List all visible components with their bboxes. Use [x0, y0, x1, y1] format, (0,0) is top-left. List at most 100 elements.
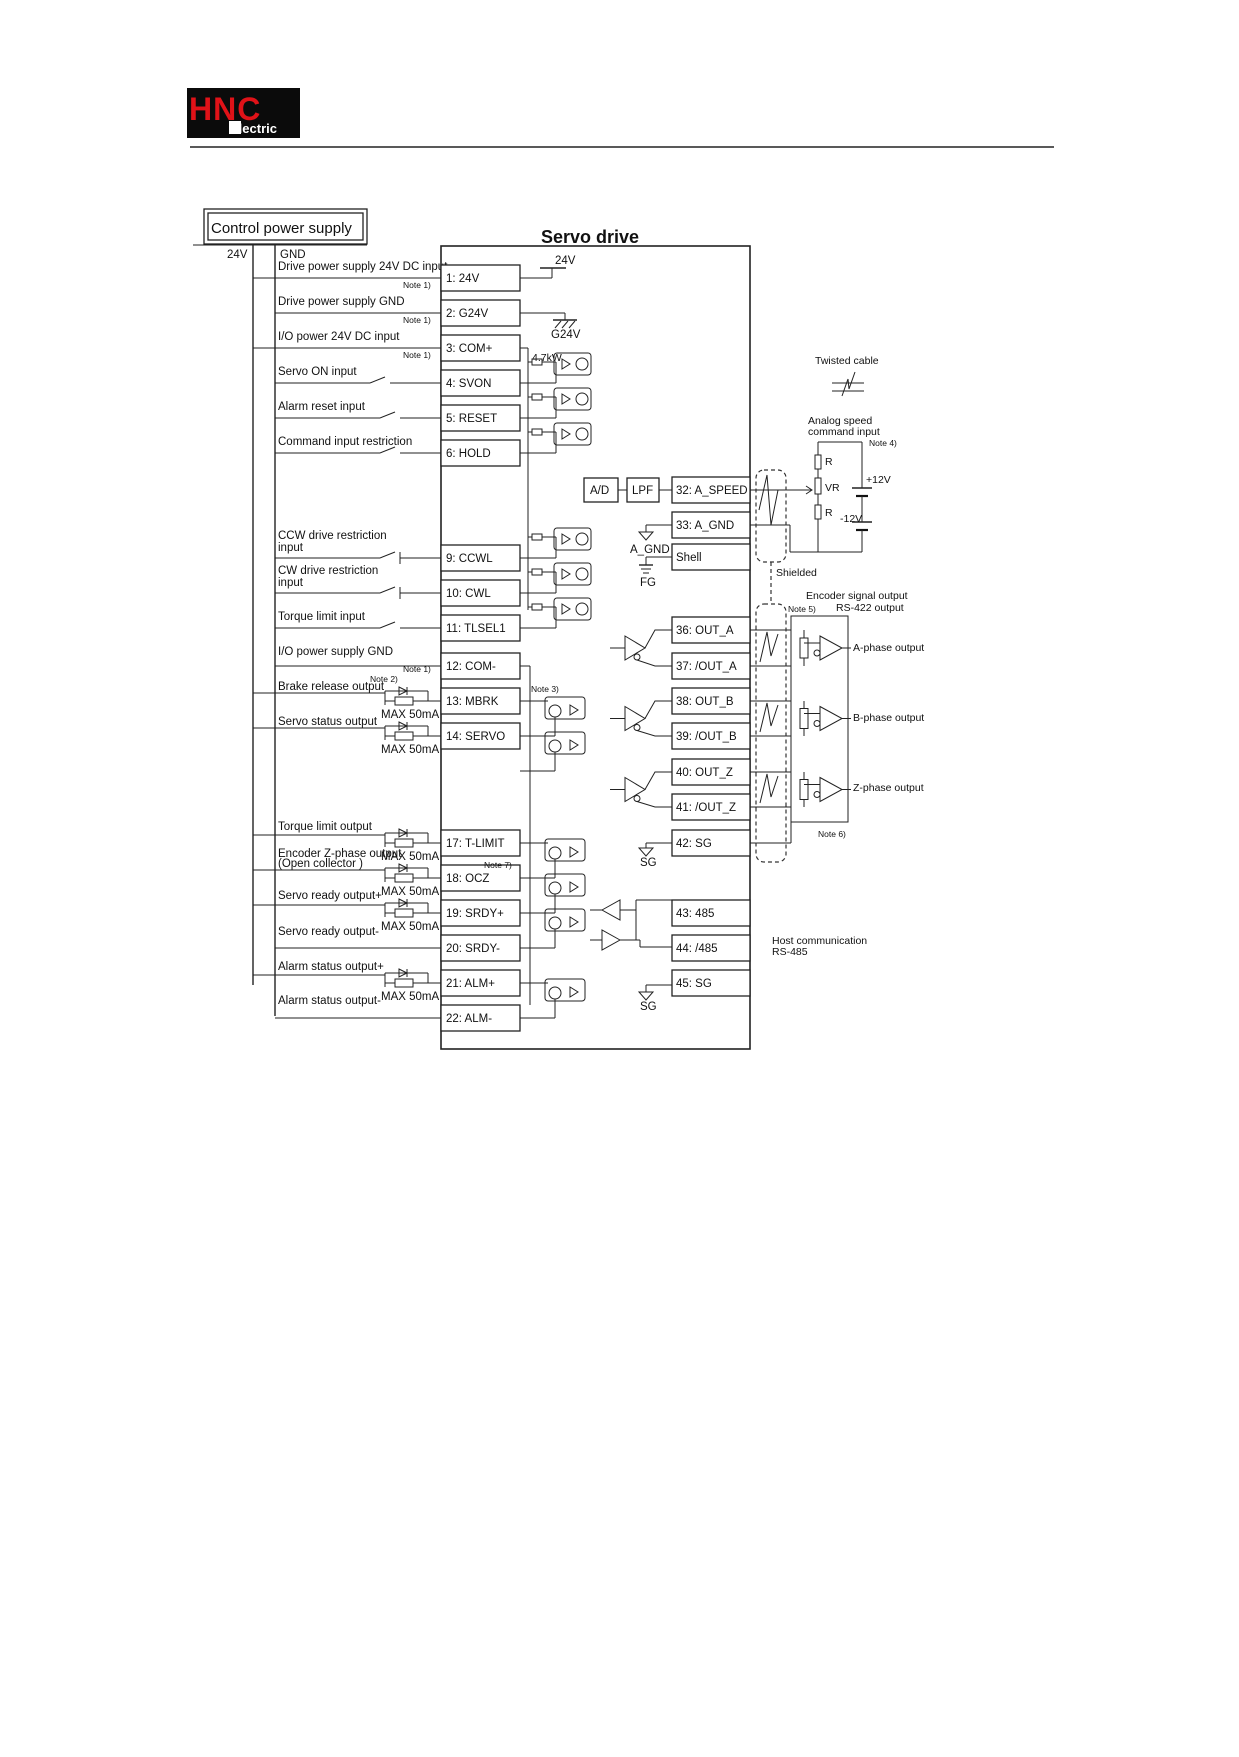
- note-3: Note 3): [531, 684, 559, 694]
- opto-out-led: [569, 916, 579, 928]
- line-driver: [624, 635, 646, 661]
- opto-out-led: [569, 986, 579, 998]
- driver-inverter: [633, 724, 641, 731]
- shield-analog: [755, 469, 787, 563]
- input-resistor: [531, 533, 543, 541]
- opto-out-led: [569, 881, 579, 893]
- twist-mark: [759, 702, 779, 733]
- input-resistor: [531, 568, 543, 576]
- signal-label: (Open collector ): [278, 858, 363, 870]
- max-current-label: MAX 50mA: [381, 886, 439, 898]
- load-resistor: [394, 696, 414, 706]
- wire: [644, 700, 672, 719]
- pin-box-right: [671, 969, 751, 997]
- line-receiver: [819, 635, 844, 661]
- signal-label: Servo ready output+: [278, 890, 382, 902]
- pin-box-left: [440, 934, 521, 962]
- lpf-label: LPF: [632, 485, 653, 497]
- pin-box-right: [671, 758, 751, 786]
- signal-label: Servo ready output-: [278, 926, 379, 938]
- max-current-label: MAX 50mA: [381, 709, 439, 721]
- signal-label: Drive power supply 24V DC input: [278, 261, 448, 273]
- opto-transistor: [575, 602, 589, 616]
- wire: [636, 801, 672, 808]
- note-4: Note 4): [869, 438, 897, 448]
- opto-out-body: [544, 731, 586, 755]
- opto-body: [553, 562, 592, 586]
- agnd-symbol: [637, 531, 655, 541]
- signal-label: Drive power supply GND: [278, 296, 405, 308]
- max-current-label: MAX 50mA: [381, 921, 439, 933]
- rs485-receiver: [600, 899, 621, 921]
- pin-label-right: 45: SG: [676, 978, 712, 990]
- pin-label-left: 14: SERVO: [446, 731, 505, 743]
- pin-box-left: [440, 264, 521, 292]
- note-7: Note 7): [484, 860, 512, 870]
- pin-box-left: [440, 439, 521, 467]
- shield-boxes: Shielded: [755, 469, 817, 863]
- logo-background: [187, 88, 300, 138]
- pin-box-right: [671, 543, 751, 571]
- opto-out-body: [544, 978, 586, 1002]
- signal-label: I/O power 24V DC input: [278, 331, 400, 343]
- logo-main-text: HNC: [189, 91, 261, 127]
- pin-box-left: [440, 899, 521, 927]
- pin-label-right: 38: OUT_B: [676, 696, 734, 708]
- encoder-output-section: Encoder signal output RS-422 output Note…: [788, 590, 924, 839]
- driver-inverter: [633, 653, 641, 661]
- wire: [636, 659, 672, 667]
- pin-label-right: 33: A_GND: [676, 520, 734, 532]
- switch-contact: [379, 621, 396, 629]
- line-receiver: [819, 705, 844, 732]
- opto-out-led: [569, 846, 579, 858]
- pin-label-right: Shell: [676, 552, 702, 564]
- opto-body: [553, 527, 592, 551]
- pin-label-left: 11: TLSEL1: [446, 623, 506, 635]
- host-label-2: RS-485: [772, 946, 808, 958]
- line-driver: [624, 776, 646, 803]
- line-receiver: [819, 776, 844, 803]
- opto-out-body: [544, 873, 586, 897]
- opto-transistor: [575, 392, 589, 406]
- b-phase-label: B-phase output: [853, 712, 924, 724]
- internal-power: 24V G24V 4.7kW: [520, 255, 581, 1005]
- wire: [636, 730, 672, 737]
- pin-box-left: [440, 687, 521, 715]
- pin-label-right: 37: /OUT_A: [676, 661, 737, 673]
- driver-inverter: [633, 795, 641, 802]
- signal-label: CW drive restriction: [278, 565, 378, 577]
- signal-label: Alarm status output-: [278, 995, 381, 1007]
- switch-contact: [379, 551, 396, 559]
- pin-label-left: 19: SRDY+: [446, 908, 504, 920]
- note-2: Note 2): [370, 674, 398, 684]
- receiver-inverter: [813, 649, 821, 657]
- servo-drive-box: [440, 245, 751, 1050]
- pin-label-right: 32: A_SPEED: [676, 485, 748, 497]
- opto-transistor: [575, 567, 589, 581]
- internal-24v: 24V: [555, 255, 576, 267]
- switch-contact: [379, 411, 396, 419]
- pin-label-left: 4: SVON: [446, 378, 491, 390]
- termination-resistor: [799, 708, 809, 729]
- pin-label-right: 43: 485: [676, 908, 714, 920]
- signal-label: Alarm reset input: [278, 401, 366, 413]
- opto-out-body: [544, 838, 586, 862]
- opto-led: [561, 358, 571, 370]
- r2-label: R: [825, 507, 833, 519]
- opto-out-led: [569, 739, 579, 751]
- pin-label-right: 39: /OUT_B: [676, 731, 737, 743]
- left-notes: Note 1) Note 1) Note 1) Note 1) Note 2) …: [370, 280, 559, 870]
- supply-gnd-label: GND: [280, 249, 306, 261]
- pin-label-left: 1: 24V: [446, 273, 480, 285]
- wire: [644, 629, 672, 649]
- opto-out-transistor: [548, 881, 562, 895]
- pin-box-right: [671, 722, 751, 750]
- host-communication: Host communication RS-485: [772, 935, 867, 958]
- logo-e-box: [229, 121, 241, 134]
- twist-mark: [759, 773, 779, 804]
- note-1-a: Note 1): [403, 280, 431, 290]
- supply-24v-label: 24V: [227, 249, 248, 261]
